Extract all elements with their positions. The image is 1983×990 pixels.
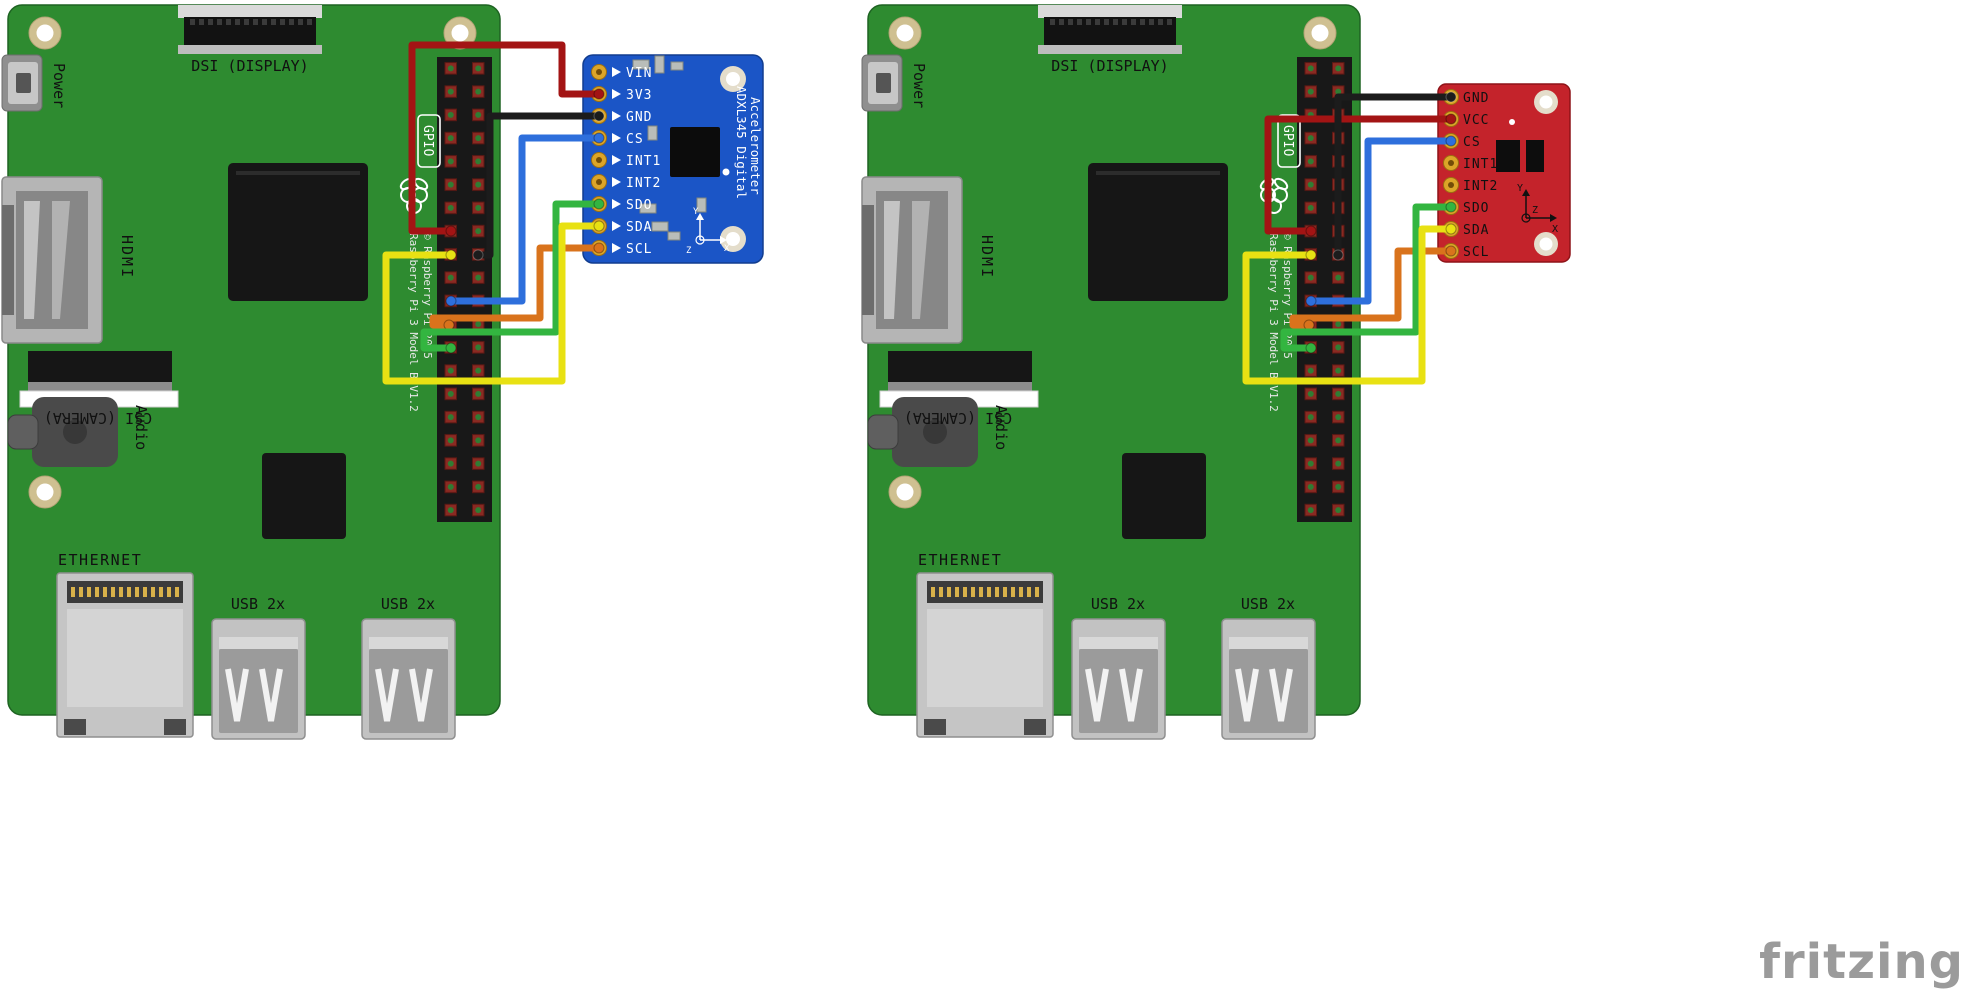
hdmi-label: HDMI: [978, 235, 996, 279]
hdmi-label: HDMI: [118, 235, 136, 279]
mounting-hole: [720, 226, 746, 252]
wire-left-green-sdo[interactable]: [420, 198, 605, 354]
pin-label-scl: SCL: [1463, 245, 1489, 260]
breakout-pins: VIN 3V3 GND CS INT1 INT2 SDO SDA SCL: [591, 64, 662, 257]
usb-label-right: USB 2x: [1241, 595, 1295, 613]
pin-int2[interactable]: INT2: [591, 174, 662, 192]
ethernet-label: ETHERNET: [918, 551, 1002, 569]
wire-right-blue-cs[interactable]: [1305, 135, 1457, 307]
pin-int1[interactable]: INT1: [1443, 155, 1499, 173]
audio-label: Audio: [992, 405, 1010, 450]
pin-int2[interactable]: INT2: [1443, 177, 1499, 195]
power-label: Power: [910, 63, 928, 108]
pin-label-vcc: VCC: [1463, 113, 1489, 128]
audio-label: Audio: [132, 405, 150, 450]
pin-label-vin: VIN: [626, 66, 652, 81]
model-text-1: Raspberry Pi 3 Model B V1.2: [1267, 233, 1280, 412]
axis-z-label: Z: [1532, 205, 1538, 216]
wire-right-green-sdo[interactable]: [1280, 201, 1457, 354]
wire-left-orange-scl[interactable]: [429, 242, 605, 331]
pin-label-int2: INT2: [1463, 179, 1498, 194]
breakout-pins: GND VCC CS INT1 INT2 SDO SDA SCL: [1443, 89, 1499, 260]
wire-left-black-gnd[interactable]: [472, 110, 605, 261]
adxl345-breakout-adafruit[interactable]: VIN 3V3 GND CS INT1 INT2 SDO SDA SCL ADX…: [582, 54, 764, 264]
pi-board-labels-right: Power DSI (DISPLAY) GPIO HDMI CSI (CAMER…: [904, 57, 1295, 613]
mounting-hole: [1534, 232, 1558, 256]
pin-vin[interactable]: VIN: [591, 64, 653, 82]
mounting-hole: [720, 66, 746, 92]
pin-label-scl: SCL: [626, 242, 652, 257]
ethernet-label: ETHERNET: [58, 551, 142, 569]
pin-label-sdo: SDO: [1463, 201, 1489, 216]
pin-label-sda: SDA: [626, 220, 652, 235]
pin-label-int1: INT1: [1463, 157, 1498, 172]
pin-label-cs: CS: [626, 132, 644, 147]
axis-indicator: X Y Z: [1517, 183, 1558, 235]
smd-components: [632, 55, 707, 241]
axis-z-label: Z: [686, 246, 692, 256]
axis-x-label: X: [724, 244, 730, 254]
accelerometer-chip: [1496, 119, 1544, 172]
breakout-title-line2: Accelerometer: [748, 97, 763, 195]
usb-label-left: USB 2x: [231, 595, 285, 613]
wire-right-orange-scl[interactable]: [1289, 245, 1457, 331]
dsi-label: DSI (DISPLAY): [191, 57, 308, 75]
pin-label-cs: CS: [1463, 135, 1481, 150]
adxl345-breakout-sparkfun[interactable]: GND VCC CS INT1 INT2 SDO SDA SCL X Y Z: [1437, 83, 1571, 263]
pin-label-sdo: SDO: [626, 198, 652, 213]
pin-label-3v3: 3V3: [626, 88, 652, 103]
pin-int1[interactable]: INT1: [591, 152, 662, 170]
axis-indicator: X Y Z: [686, 207, 730, 256]
wire-left-blue-cs[interactable]: [445, 132, 605, 307]
dsi-label: DSI (DISPLAY): [1051, 57, 1168, 75]
axis-y-label: Y: [693, 207, 699, 217]
raspberry-pi-board-right[interactable]: [862, 5, 1360, 739]
csi-label: CSI (CAMERA): [904, 409, 1012, 427]
pin-label-gnd: GND: [626, 110, 652, 125]
left-circuit: Power DSI (DISPLAY) GPIO HDMI CSI (CAMER…: [2, 5, 764, 739]
right-circuit: Power DSI (DISPLAY) GPIO HDMI CSI (CAMER…: [862, 5, 1571, 739]
wire-right-black-gnd[interactable]: [1332, 91, 1457, 261]
gpio-label: GPIO: [1280, 125, 1295, 156]
usb-label-left: USB 2x: [1091, 595, 1145, 613]
wire-right-red-vcc[interactable]: [1264, 113, 1457, 237]
usb-label-right: USB 2x: [381, 595, 435, 613]
accelerometer-chip: [670, 127, 730, 177]
wire-left-yellow-sda[interactable]: [382, 220, 605, 385]
gpio-label: GPIO: [420, 125, 435, 156]
breakout-title-line1: ADXL345 Digital: [734, 86, 749, 199]
model-text-1: Raspberry Pi 3 Model B V1.2: [407, 233, 420, 412]
pin-label-gnd: GND: [1463, 91, 1489, 106]
pin-label-int2: INT2: [626, 176, 661, 191]
axis-y-label: Y: [1517, 183, 1523, 194]
raspberry-pi-board-left[interactable]: [2, 5, 500, 739]
pin-label-int1: INT1: [626, 154, 661, 169]
wire-left-red-3v3[interactable]: [408, 41, 605, 237]
fritzing-watermark: fritzing: [1759, 934, 1964, 990]
mounting-hole: [1534, 90, 1558, 114]
wire-right-yellow-sda[interactable]: [1242, 223, 1457, 385]
csi-label: CSI (CAMERA): [44, 409, 152, 427]
power-label: Power: [50, 63, 68, 108]
pin-label-sda: SDA: [1463, 223, 1489, 238]
axis-x-label: X: [1552, 224, 1558, 235]
